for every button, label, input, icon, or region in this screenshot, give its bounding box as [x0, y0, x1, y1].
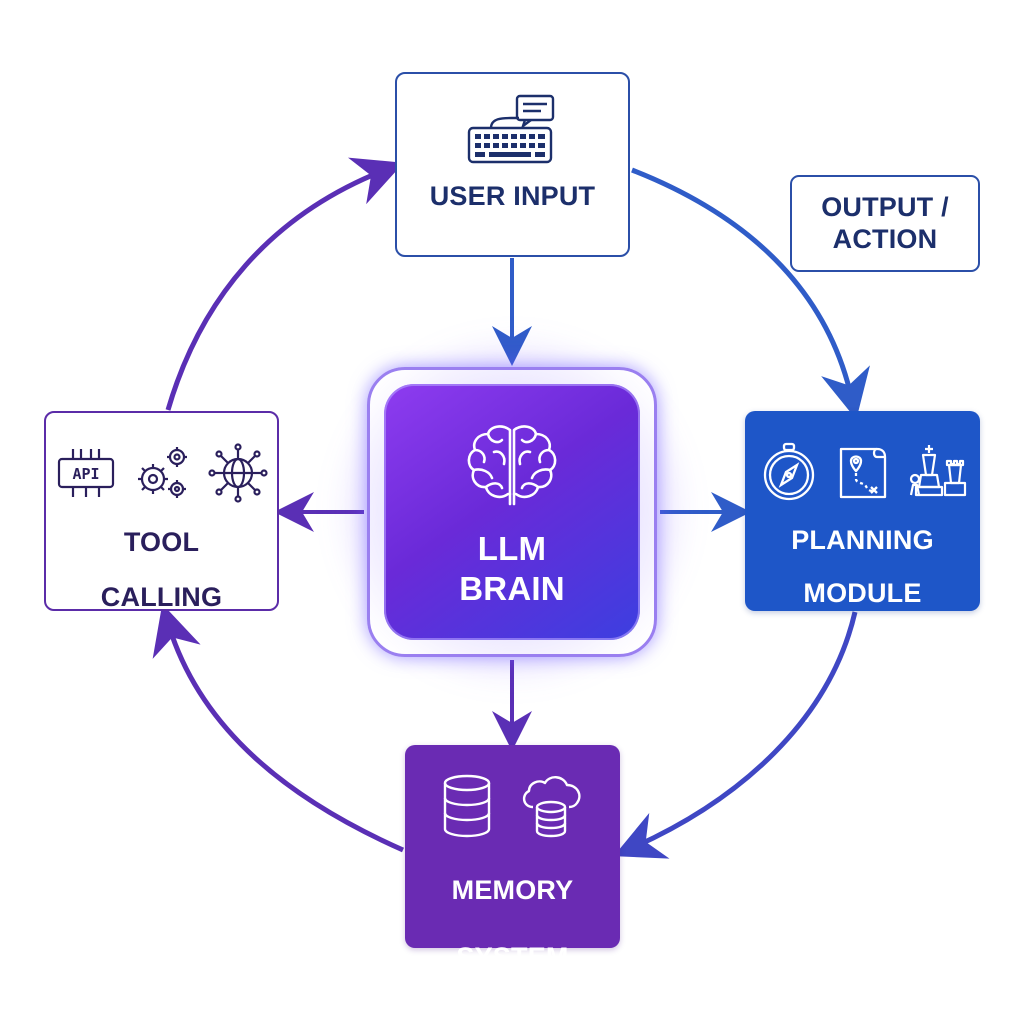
llm-brain-node: LLM BRAIN [384, 384, 640, 640]
arrow-user-input-to-planning [631, 167, 870, 420]
tool-calling-label-line2: CALLING [100, 582, 223, 613]
output-action-label-line2: ACTION [832, 223, 938, 254]
memory-system-label-line2: SYSTEM [456, 942, 569, 973]
arrow-planning-to-memory [613, 611, 858, 859]
memory-system-node: MEMORY SYSTEM [405, 745, 620, 972]
cloud-database-icon [522, 776, 581, 838]
planning-module-label-line2: MODULE [803, 578, 922, 609]
tool-calling-label-line1: TOOL [123, 527, 200, 557]
llm-brain-label-line2: BRAIN [459, 569, 565, 607]
api-chip-icon: API [57, 449, 114, 497]
arrow-tool-calling-to-user-input [165, 157, 404, 411]
tool-calling-icons: API [55, 443, 269, 503]
planning-module-label-line1: PLANNING [791, 525, 934, 555]
llm-brain-label-line1: LLM [477, 530, 547, 567]
api-chip-text: API [72, 465, 99, 483]
database-icon [443, 774, 490, 838]
brain-icon [467, 425, 557, 506]
arrow-memory-to-tool-calling [152, 603, 405, 853]
keyboard-icon [467, 94, 554, 164]
network-globe-icon [207, 443, 268, 503]
user-input-label: USER INPUT [429, 181, 596, 211]
planning-module-node: PLANNING MODULE [745, 411, 980, 611]
output-action-node: OUTPUT / ACTION [790, 175, 980, 272]
memory-system-label-line1: MEMORY [451, 875, 574, 905]
memory-system-icons [439, 773, 587, 839]
planning-module-icons [759, 441, 967, 503]
user-input-node: USER INPUT [395, 72, 630, 257]
compass-icon [763, 442, 814, 501]
map-icon [839, 447, 886, 499]
tool-calling-node: API [44, 411, 279, 613]
chess-pieces-icon [909, 445, 966, 497]
user-input-icons [463, 92, 563, 167]
output-action-label-line1: OUTPUT / [821, 192, 949, 223]
gears-icon [137, 447, 187, 498]
